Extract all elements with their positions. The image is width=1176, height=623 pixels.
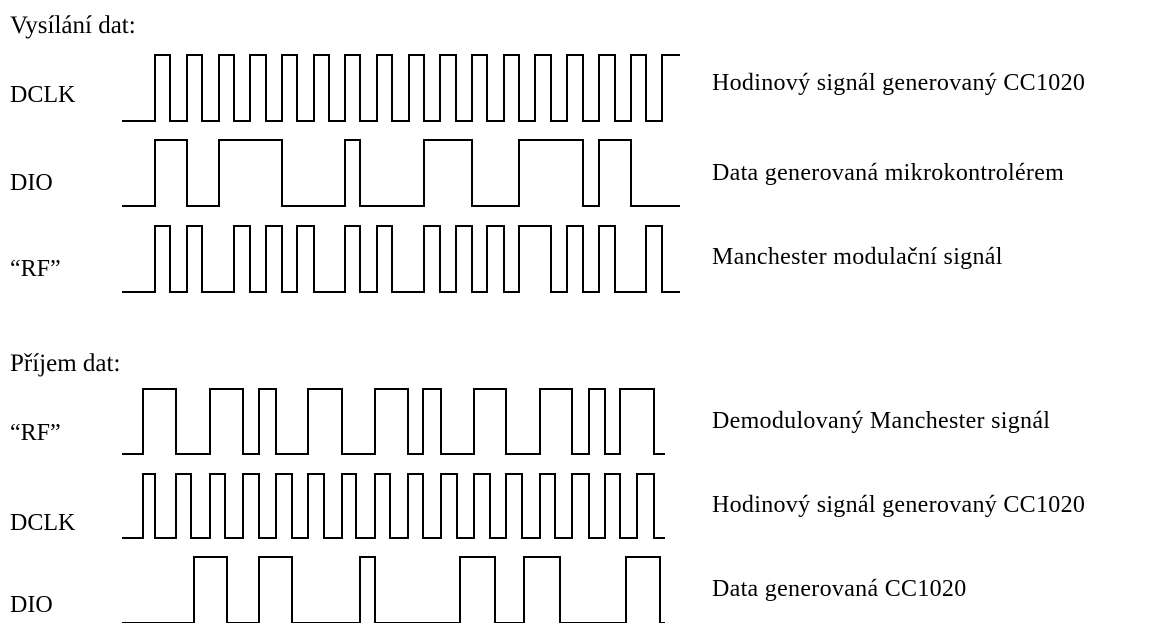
rx-dclk-waveform [122, 473, 665, 539]
tx-rf-description: Manchester modulační signál [712, 244, 1003, 270]
tx-dio-label: DIO [10, 170, 53, 196]
transmit-title: Vysílání dat: [10, 12, 136, 39]
rx-rf-description: Demodulovaný Manchester signál [712, 408, 1051, 434]
rx-dio-label: DIO [10, 592, 53, 618]
tx-dio-waveform [122, 139, 680, 207]
tx-dclk-waveform [122, 54, 680, 122]
rx-dclk-description: Hodinový signál generovaný CC1020 [712, 492, 1086, 518]
rx-dio-waveform [122, 556, 665, 623]
tx-dclk-label: DCLK [10, 82, 76, 108]
rx-dio-description: Data generovaná CC1020 [712, 576, 967, 602]
receive-title: Příjem dat: [10, 350, 121, 377]
rx-rf-label: “RF” [10, 420, 61, 446]
tx-rf-waveform [122, 225, 680, 293]
tx-rf-label: “RF” [10, 256, 61, 282]
rx-rf-waveform [122, 388, 665, 455]
tx-dio-description: Data generovaná mikrokontrolérem [712, 160, 1065, 186]
tx-dclk-description: Hodinový signál generovaný CC1020 [712, 70, 1086, 96]
rx-dclk-label: DCLK [10, 510, 76, 536]
